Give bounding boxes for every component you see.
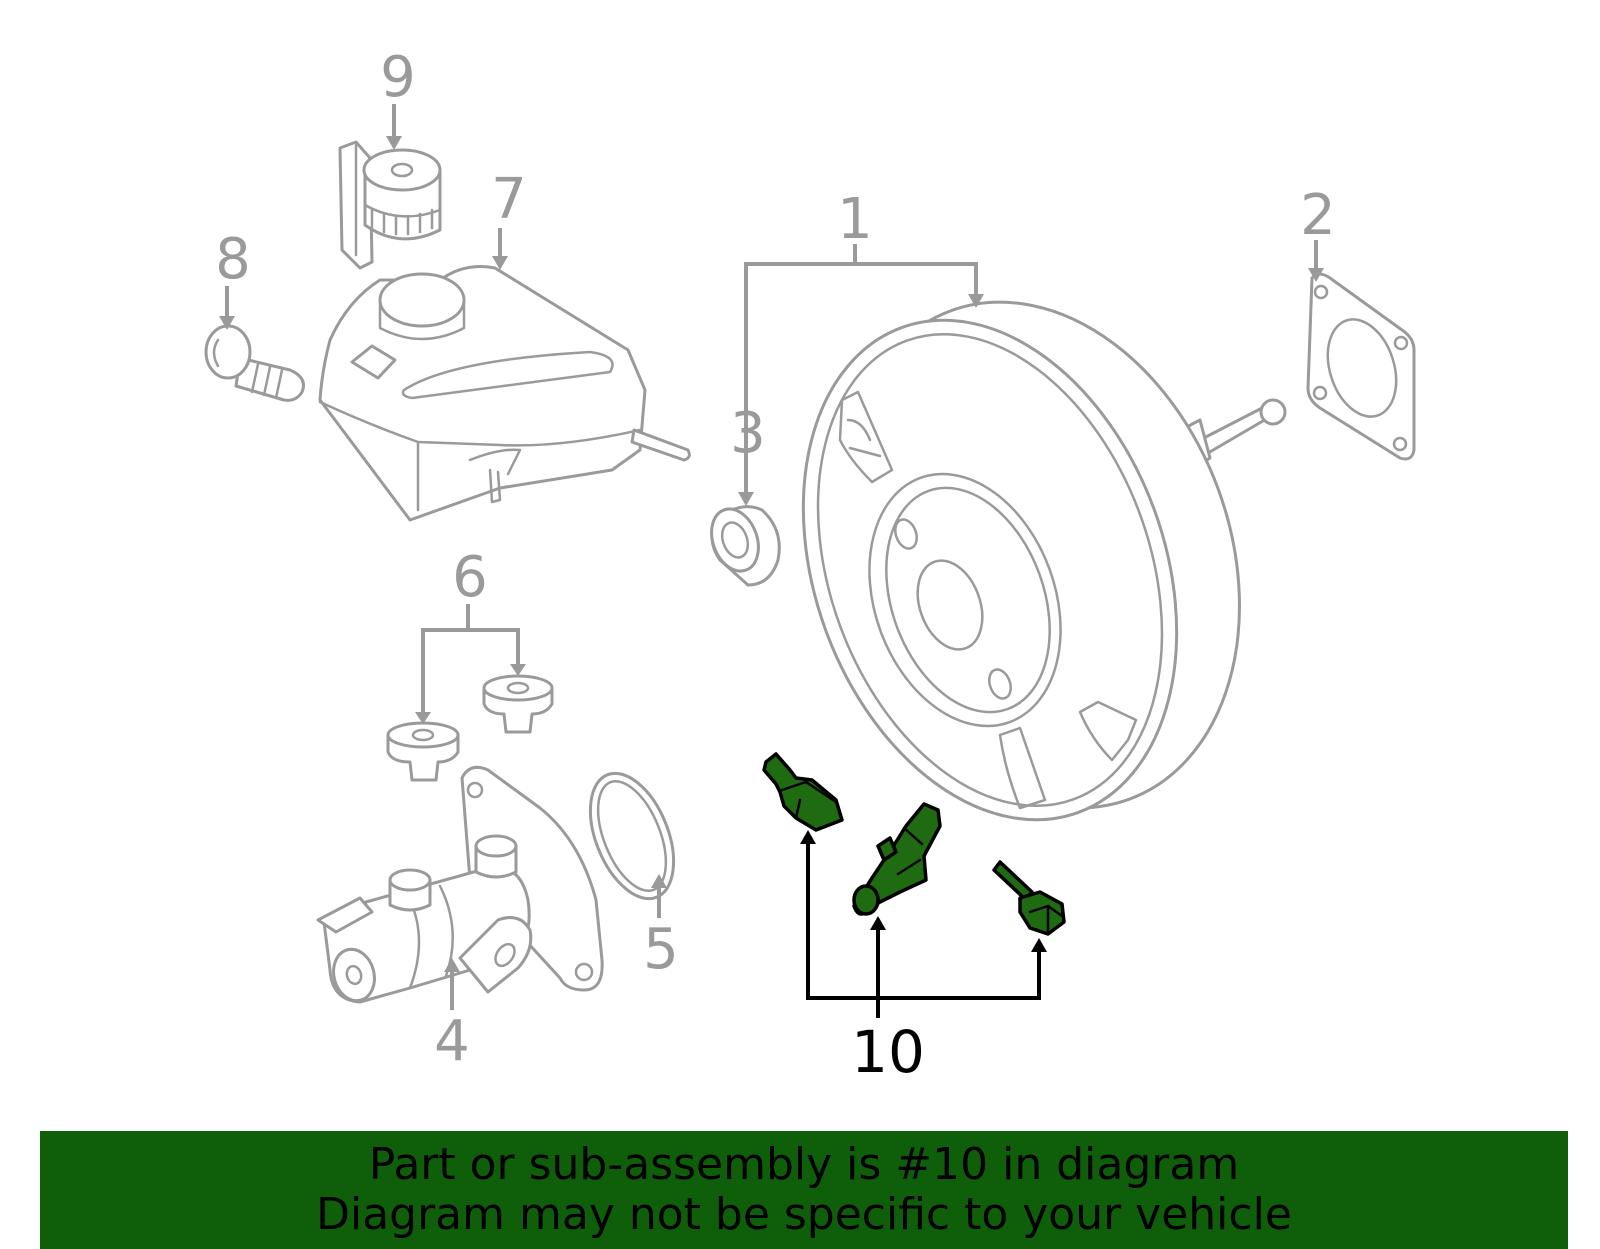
part-5-o-ring — [588, 771, 676, 901]
callout-4: 4 — [434, 958, 470, 1074]
callout-7: 7 — [491, 167, 527, 270]
part-6-grommets — [386, 674, 554, 782]
part-1-brake-booster — [801, 300, 1287, 822]
part-7-fluid-reservoir — [318, 265, 691, 522]
svg-text:4: 4 — [434, 1009, 470, 1074]
svg-text:8: 8 — [215, 227, 251, 292]
part-2-gasket — [1306, 272, 1416, 461]
banner-line-part-number: Part or sub-assembly is #10 in diagram — [368, 1139, 1240, 1190]
callout-8: 8 — [215, 227, 251, 330]
svg-text:3: 3 — [730, 401, 766, 466]
svg-text:7: 7 — [491, 167, 527, 232]
svg-text:10: 10 — [851, 1018, 925, 1086]
part-4-master-cylinder — [316, 765, 604, 1004]
svg-text:5: 5 — [643, 917, 679, 982]
callout-10: 10 — [800, 830, 1047, 1086]
svg-text:2: 2 — [1300, 183, 1336, 248]
callout-2: 2 — [1300, 183, 1336, 282]
svg-text:6: 6 — [452, 545, 488, 610]
svg-text:9: 9 — [380, 45, 416, 110]
part-9-reservoir-cap — [338, 140, 442, 270]
svg-text:1: 1 — [837, 187, 873, 252]
callout-5: 5 — [643, 874, 679, 982]
part-10-sensor-kit — [762, 752, 1066, 936]
callout-3: 3 — [730, 401, 766, 506]
part-8-bolt — [204, 324, 305, 402]
callout-9: 9 — [380, 45, 416, 150]
callout-1: 1 — [744, 187, 984, 464]
info-banner: Part or sub-assembly is #10 in diagram D… — [40, 1131, 1568, 1249]
part-3-grommet — [710, 505, 781, 587]
banner-line-disclaimer: Diagram may not be specific to your vehi… — [316, 1189, 1292, 1240]
callout-6: 6 — [415, 545, 526, 724]
